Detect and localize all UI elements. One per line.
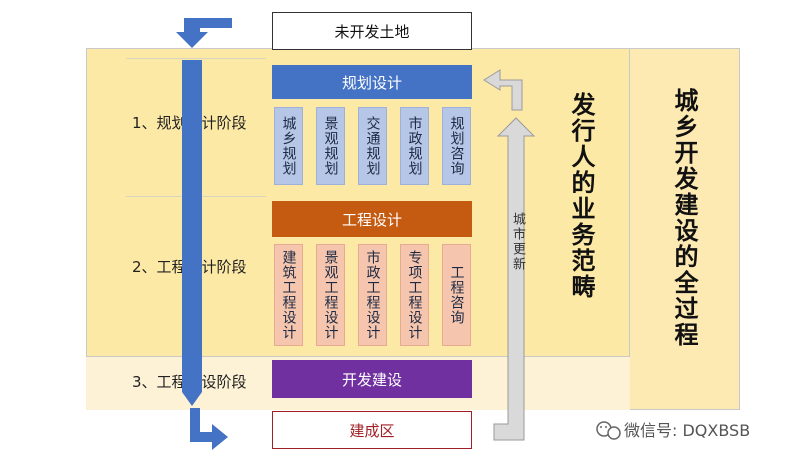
- undeveloped-land-box: 未开发土地: [272, 12, 472, 50]
- planning-design-bar: 规划设计: [272, 65, 472, 99]
- built-area-box: 建成区: [272, 411, 472, 449]
- development-construction-title: 开发建设: [341, 370, 402, 389]
- entry-arrow: [176, 18, 232, 48]
- urban-renewal-arrow: [493, 117, 536, 441]
- planning-design-title: 规划设计: [341, 73, 402, 92]
- full-process-label: 城乡开发建设的全过程: [670, 88, 698, 348]
- engineering-design-bar: 工程设计: [272, 201, 472, 237]
- stage-divider: [126, 58, 266, 59]
- planning-item: 市政规划: [400, 107, 429, 185]
- engineering-item: 工程咨询: [442, 244, 471, 346]
- wechat-icon: [596, 421, 621, 440]
- urban-renewal-label: 城市更新: [510, 212, 525, 272]
- planning-item: 城乡规划: [274, 107, 303, 185]
- main-flow-shaft: [182, 60, 202, 392]
- engineering-item: 专项工程设计: [400, 244, 429, 346]
- engineering-design-title: 工程设计: [341, 210, 402, 229]
- undeveloped-land-label: 未开发土地: [334, 22, 410, 41]
- watermark-text: 微信号: DQXBSB: [624, 421, 751, 440]
- main-flow-arrowhead: [182, 392, 202, 406]
- planning-item: 景观规划: [316, 107, 345, 185]
- engineering-item: 建筑工程设计: [274, 244, 303, 346]
- planning-item: 规划咨询: [442, 107, 471, 185]
- watermark: 微信号: DQXBSB: [584, 416, 794, 442]
- built-area-label: 建成区: [349, 421, 395, 440]
- planning-item: 交通规划: [358, 107, 387, 185]
- exit-arrow: [190, 408, 228, 450]
- engineering-item: 市政工程设计: [358, 244, 387, 346]
- development-construction-bar: 开发建设: [272, 360, 472, 398]
- developer-scope-label: 发行人的业务范畴: [567, 92, 595, 300]
- engineering-item: 景观工程设计: [316, 244, 345, 346]
- renewal-return-arrow: [483, 69, 523, 111]
